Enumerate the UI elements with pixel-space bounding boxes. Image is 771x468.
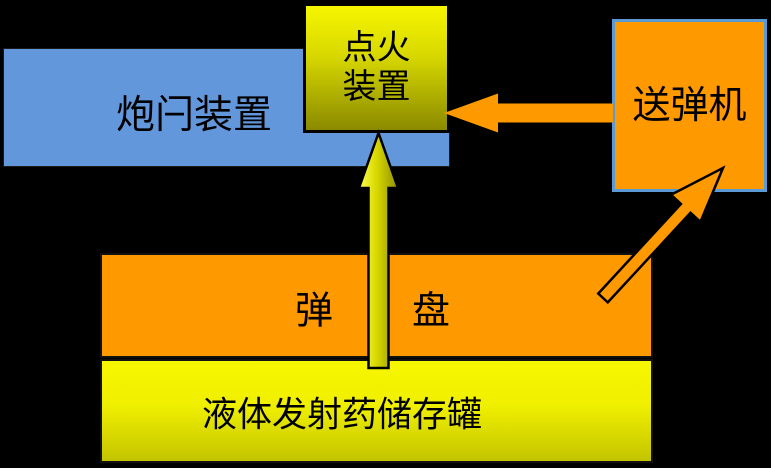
ignition-device-label: 点火 装置 [343, 29, 411, 107]
ignition-device-box: 点火 装置 [303, 3, 450, 133]
propellant-tank-box: 液体发射药储存罐 [100, 359, 653, 463]
ammo-feeder-box: 送弹机 [612, 19, 767, 192]
ammo-feeder-label: 送弹机 [632, 83, 747, 127]
ignition-label-line1: 点火 [342, 28, 411, 68]
ammo-tray-box: 弹 盘 [100, 253, 653, 358]
ammo-tray-label-right: 盘 [411, 288, 451, 333]
arrow-feeder-to-ignition-icon [444, 93, 613, 133]
breech-device-label: 炮闩装置 [115, 93, 273, 138]
ammo-tray-label-left: 弹 [294, 288, 334, 333]
ignition-label-line2: 装置 [342, 67, 411, 107]
propellant-tank-label: 液体发射药储存罐 [201, 395, 483, 436]
